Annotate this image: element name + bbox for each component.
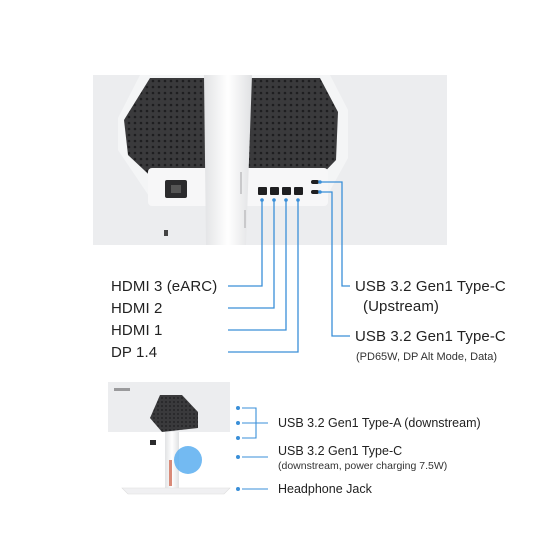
label-dp: DP 1.4 <box>111 344 158 361</box>
label-hdmi2: HDMI 2 <box>111 300 163 317</box>
usbc-upstream-port <box>311 180 319 184</box>
top-callout-lines <box>228 181 350 353</box>
side-port-highlight <box>174 446 202 474</box>
label-usbc-upstream-sub: (Upstream) <box>363 298 440 315</box>
hdmi3-port <box>258 187 267 195</box>
label-hdmi3: HDMI 3 (eARC) <box>111 278 218 295</box>
side-grille <box>150 395 198 432</box>
hdmi1-port <box>282 187 291 195</box>
usbc-pd-port <box>311 190 319 194</box>
label-usbc-upstream-title: USB 3.2 Gen1 Type-C <box>355 278 506 295</box>
label-headphone-jack: Headphone Jack <box>278 482 372 496</box>
side-stand-base <box>121 487 231 495</box>
label-usbc-pd-sub: (PD65W, DP Alt Mode, Data) <box>356 351 498 363</box>
label-usba-downstream: USB 3.2 Gen1 Type-A (downstream) <box>278 416 481 430</box>
hdmi2-port <box>270 187 279 195</box>
label-usbc-pd-title: USB 3.2 Gen1 Type-C <box>355 328 506 345</box>
label-hdmi1: HDMI 1 <box>111 322 163 339</box>
label-usbc-downstream-title: USB 3.2 Gen1 Type-C <box>278 444 403 458</box>
label-usbc-downstream-sub: (downstream, power charging 7.5W) <box>278 460 448 472</box>
lock-slot <box>164 230 168 236</box>
bottom-callout-markers <box>236 406 240 491</box>
stand-neck <box>204 75 252 245</box>
dp-port <box>294 187 303 195</box>
